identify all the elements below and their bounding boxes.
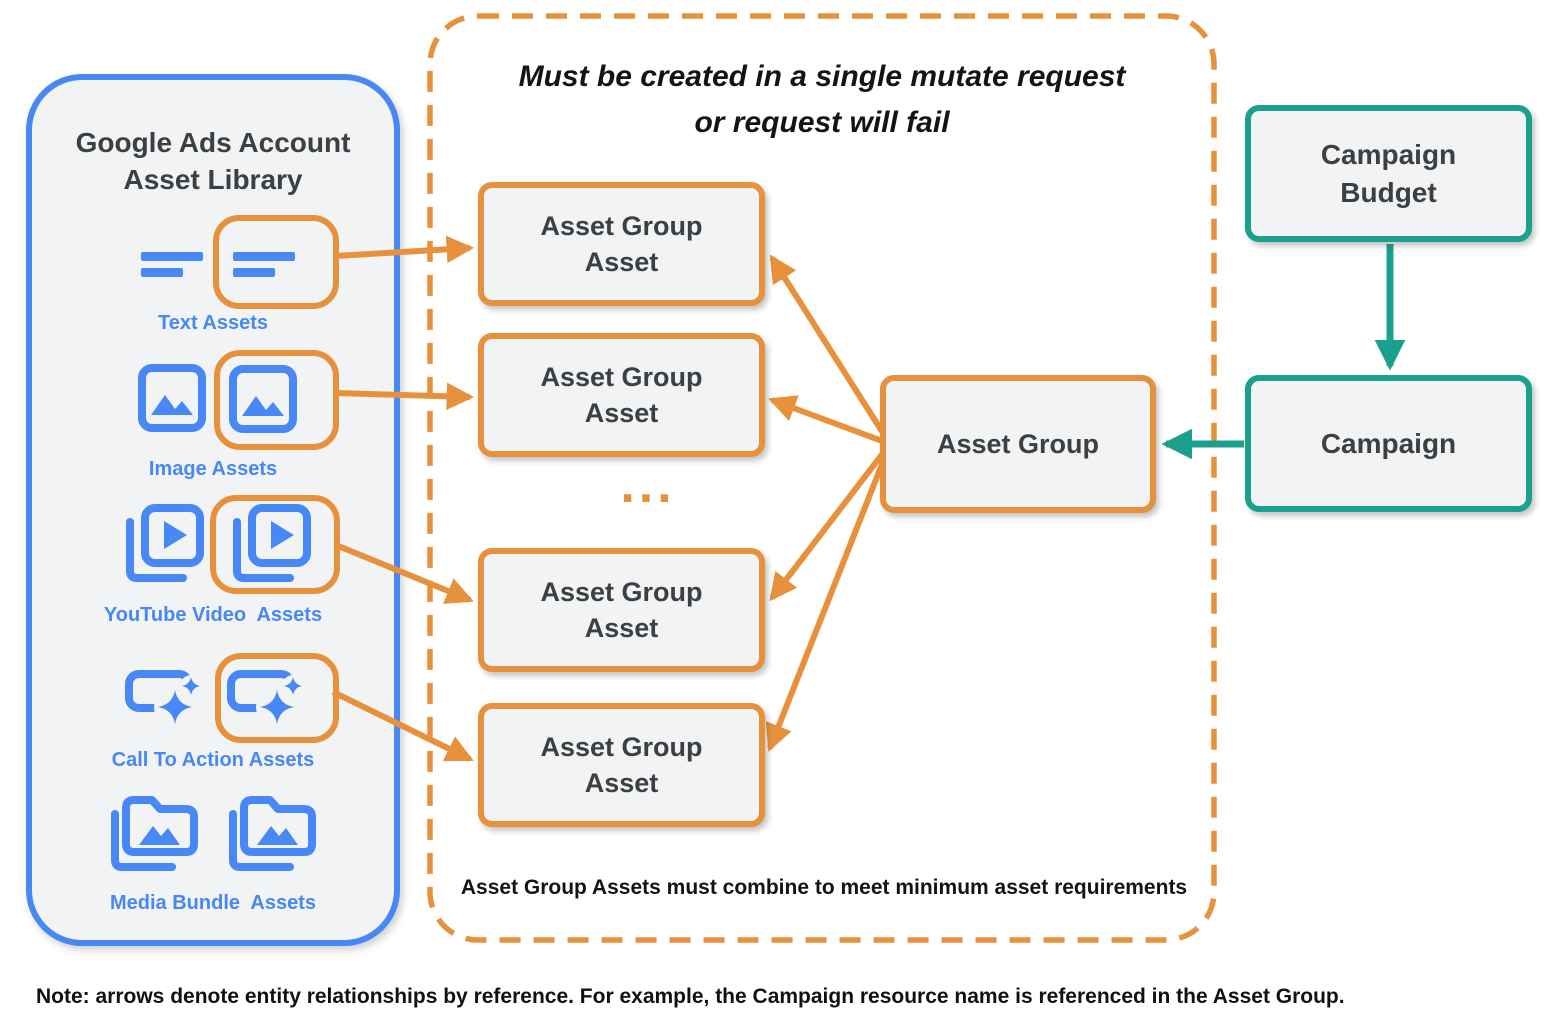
youtube-video-asset-icon: [126, 504, 204, 582]
call-to-action-assets-label: Call To Action Assets: [111, 749, 315, 771]
call-to-action-asset-icon: [125, 670, 202, 725]
call-to-action-asset-icon: [227, 670, 304, 725]
arrow-assetgroup-to-aga4: [765, 442, 893, 752]
asset-group-asset-box-1: Asset Group Asset: [478, 182, 765, 306]
mutate-request-title: Must be created in a single mutate reque…: [518, 60, 1126, 139]
arrow-assetgroup-to-aga3: [769, 442, 893, 602]
more-asset-group-assets-ellipsis: ...: [620, 456, 676, 514]
arrow-assetgroup-to-aga2: [768, 395, 892, 447]
media-bundle-assets-label: Media Bundle Assets: [110, 892, 316, 914]
campaign-budget-box: Campaign Budget: [1245, 105, 1532, 242]
text-assets-label: Text Assets: [157, 312, 269, 334]
image-asset-icon: [229, 365, 297, 433]
text-asset-icon: [233, 252, 295, 277]
youtube-video-assets-label: YouTube Video Assets: [103, 604, 323, 626]
mutate-request-footnote: Asset Group Assets must combine to meet …: [460, 876, 1188, 899]
text-asset-icon: [141, 252, 203, 277]
media-bundle-asset-icon: [229, 796, 316, 871]
image-asset-icon: [138, 364, 206, 432]
image-assets-label: Image Assets: [148, 458, 278, 480]
campaign-box: Campaign: [1245, 375, 1532, 512]
reference-note: Note: arrows denote entity relationships…: [36, 985, 1345, 1008]
asset-group-asset-box-3: Asset Group Asset: [478, 548, 765, 672]
asset-group-asset-box-2: Asset Group Asset: [478, 333, 765, 457]
arrow-assetgroup-to-aga1: [769, 254, 893, 446]
asset-group-asset-box-4: Asset Group Asset: [478, 703, 765, 827]
image-asset-selected-frame: [214, 350, 339, 450]
asset-library-container: Google Ads Account Asset Library Text As…: [26, 74, 400, 946]
asset-library-title: Google Ads Account Asset Library: [75, 127, 351, 195]
youtube-video-asset-icon: [233, 504, 311, 582]
text-asset-selected-frame: [213, 215, 339, 309]
asset-group-box: Asset Group: [880, 375, 1156, 513]
media-bundle-asset-icon: [111, 796, 198, 871]
